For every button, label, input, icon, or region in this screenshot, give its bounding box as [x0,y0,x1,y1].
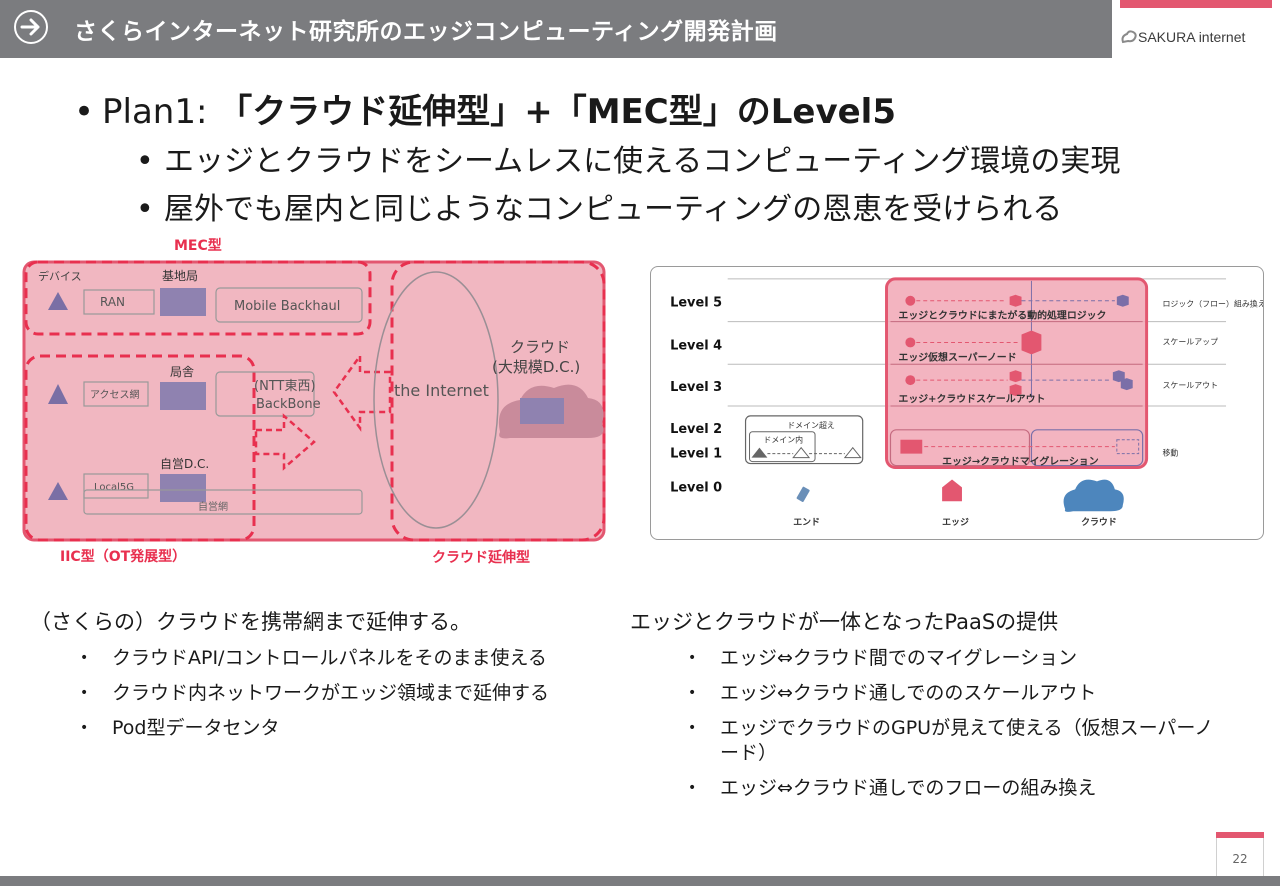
backbone-label: BackBone [256,397,321,412]
arrow-left-icon [332,352,392,432]
base-station-icon [160,288,206,316]
x-end-label: エンド [793,517,820,528]
private-net-label: 自営網 [198,500,228,513]
slide-footer [0,876,1280,886]
r1-label: 移動 [1162,448,1178,458]
level-3-label: Level 3 [670,380,722,395]
r3-label: スケールアウト [1162,381,1218,390]
domain-in-box [749,431,816,463]
cloud-dc-icon [520,398,564,424]
arrow-up-icon [254,413,316,471]
office-label: 局舎 [170,365,194,379]
cloud-ext-label: クラウド延伸型 [432,549,530,566]
sakura-logo-icon [1121,30,1137,44]
access-net-box [83,381,149,407]
mec-label: MEC型 [174,237,222,254]
backhaul-box [215,287,363,323]
level-0-label: Level 0 [670,480,722,495]
ran-box [83,289,155,315]
level-4-label: Level 4 [670,338,722,353]
left-item-3: Pod型データセンタ [80,716,620,741]
domain-cross-box [744,415,864,465]
edge-level-diagram: Level 5 Level 4 Level 3 Level 2 Level 1 … [650,266,1264,540]
ran-label: RAN [100,295,125,309]
cloud-blue-icon [1063,479,1124,512]
logo-accent-bar [1120,0,1272,8]
level-1-label: Level 1 [670,447,722,462]
page-number: 22 [1216,838,1264,878]
x-cloud-label: クラウド [1081,517,1117,528]
device-label: デバイス [38,269,82,283]
plan-title: 「クラウド延伸型」+「MEC型」のLevel5 [218,92,896,132]
internet-ellipse [373,271,499,529]
cloud-triangle-icon [843,446,862,459]
private-dc-icon [160,474,206,502]
private-net-box [83,489,363,515]
l1-label: エッジ→クラウドマイグレーション [942,455,1099,468]
base-station-label: 基地局 [162,269,198,283]
mec-boundary [24,260,372,336]
network-architecture-diagram: MEC型 IIC型（OT発展型） クラウド延伸型 デバイス RAN 基地局 Mo… [22,237,606,566]
right-item-2: エッジ⇔クラウド通しでののスケールアウト [688,681,1228,706]
office-icon [160,382,206,410]
internet-label: the Internet [394,381,489,400]
access-net-label: アクセス網 [90,388,140,401]
local5g-box [83,473,149,499]
left-item-2: クラウド内ネットワークがエッジ領域まで延伸する [80,681,620,706]
l4-label: エッジ仮想スーパーノード [898,350,1016,363]
logo-text: SAKURA internet [1138,29,1246,45]
private-dc-label: 自営D.C. [160,457,209,471]
device-icon [48,292,68,310]
right-list: エッジ⇔クラウド間でのマイグレーション エッジ⇔クラウド通しでののスケールアウト… [688,646,1228,811]
left-caption: （さくらの）クラウドを携帯網まで延伸する。 [30,610,471,634]
l3-label: エッジ+クラウドスケールアウト [898,393,1045,405]
cloud-dc-label: (大規模D.C.) [492,358,580,376]
level-5-label: Level 5 [670,296,722,311]
r5-label: ロジック（フロー）組み換え [1162,299,1264,309]
page-number-accent [1216,832,1264,838]
end-device-icon [796,486,810,502]
r4-label: スケールアップ [1162,337,1218,346]
right-item-4: エッジ⇔クラウド通しでのフローの組み換え [688,776,1228,801]
right-caption: エッジとクラウドが一体となったPaaSの提供 [630,610,1059,634]
bullet-2: •屋外でも屋内と同じようなコンピューティングの恩恵を受けられる [136,192,1063,227]
ntt-label: (NTT東西) [254,378,316,394]
bullet-1: •エッジとクラウドをシームレスに使えるコンピューティング環境の実現 [136,144,1121,179]
logo: SAKURA internet [1112,0,1280,58]
x-edge-label: エッジ [942,517,969,528]
right-item-1: エッジ⇔クラウド間でのマイグレーション [688,646,1228,671]
cloud-label: クラウド [510,338,570,356]
edge-house-icon [942,479,962,502]
backhaul-label: Mobile Backhaul [234,299,340,314]
edge-triangle-icon [792,446,811,459]
level-2-label: Level 2 [670,422,722,437]
plan-prefix: Plan1: [102,92,219,132]
backbone-box [215,371,315,417]
l5-label: エッジとクラウドにまたがる動的処理ロジック [898,309,1106,322]
end-triangle-icon [751,447,768,458]
right-item-3: エッジでクラウドのGPUが見えて使える（仮想スーパーノード） [688,716,1228,766]
domain-cross-label: ドメイン超え [787,420,835,430]
iic-boundary [24,354,256,542]
slide-header: さくらインターネット研究所のエッジコンピューティング開発計画 SAKURA in… [0,0,1280,58]
domain-in-label: ドメイン内 [763,435,803,445]
plan-headline: •Plan1: 「クラウド延伸型」+「MEC型」のLevel5 [74,92,896,132]
left-list: クラウドAPI/コントロールパネルをそのまま使える クラウド内ネットワークがエッ… [80,646,620,751]
header-title: さくらインターネット研究所のエッジコンピューティング開発計画 [74,19,778,45]
local5g-label: Local5G [94,482,134,493]
left-item-1: クラウドAPI/コントロールパネルをそのまま使える [80,646,620,671]
device-icon-3 [48,482,68,500]
cloud-ext-boundary [390,260,606,542]
device-icon-2 [48,384,68,404]
arrow-right-icon [14,10,48,44]
iic-label: IIC型（OT発展型） [60,548,186,565]
